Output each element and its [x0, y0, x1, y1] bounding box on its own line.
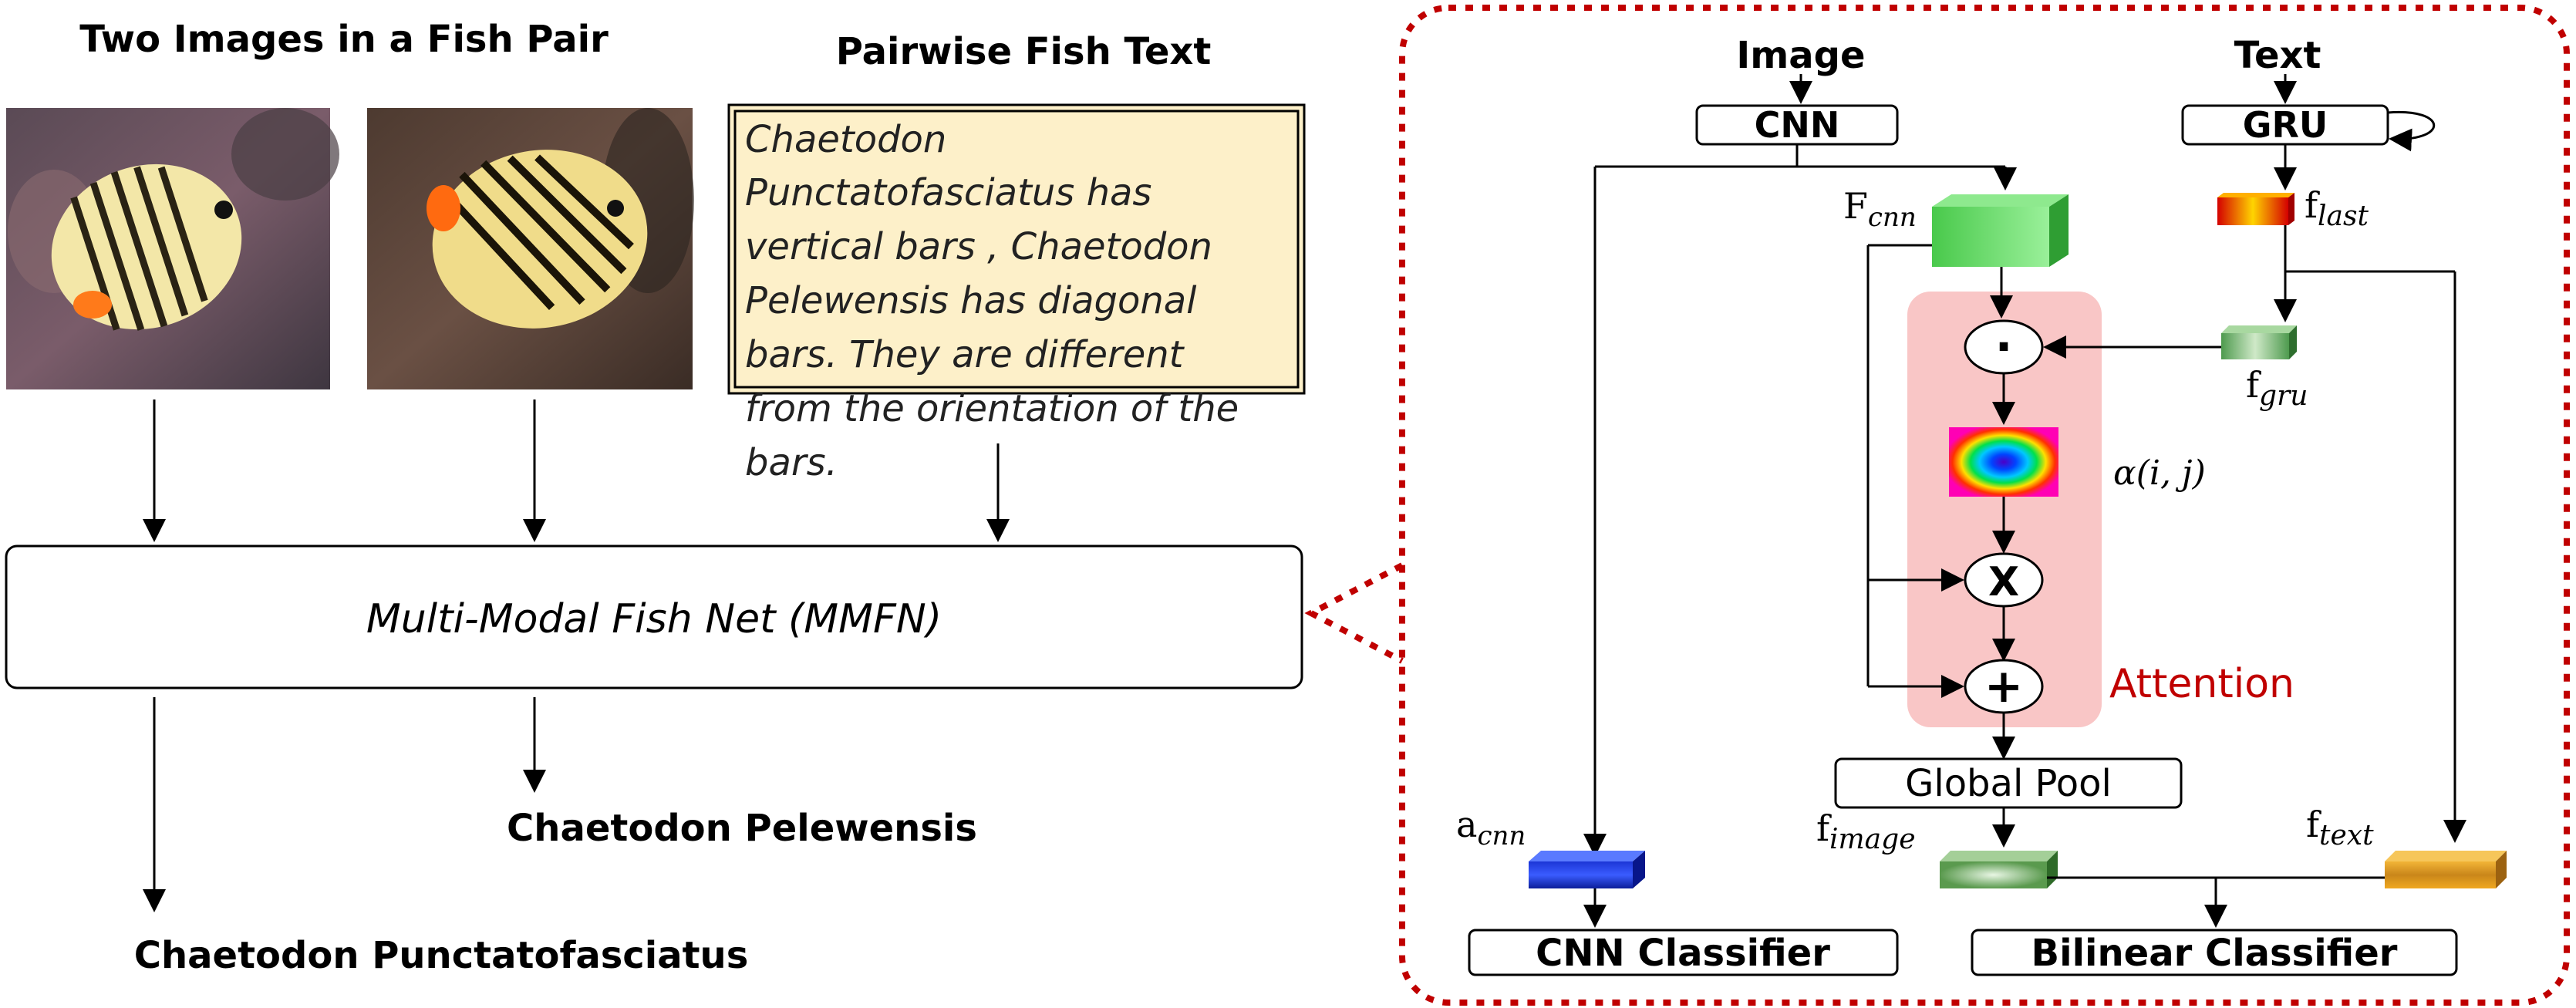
cnn-branch-lines [1583, 144, 2017, 857]
f-text-label: ftext [2306, 804, 2374, 851]
mmfn-label: Multi-Modal Fish Net (MMFN) [366, 596, 942, 642]
a-cnn-label: acnn [1456, 804, 1526, 851]
multiply-op-symbol: X [1988, 559, 2019, 605]
f-image-label: fimage [1816, 807, 1916, 855]
attention-flow-lines [1866, 244, 2221, 760]
f-cnn-feature-cube [1932, 194, 2069, 267]
alpha-label: α(i, j) [2113, 453, 2206, 493]
f-gru-label: fgru [2246, 364, 2308, 412]
bilinear-classifier-label: Bilinear Classifier [2031, 932, 2398, 975]
gru-branch-lines [2274, 144, 2466, 843]
attention-label: Attention [2109, 661, 2294, 707]
multiply-op [1964, 552, 2044, 608]
fish-text-line-4: Pelewensis has diagonal [745, 279, 1197, 322]
text-title: Pairwise Fish Text [836, 30, 1212, 73]
bilinear-classifier-box [1971, 929, 2458, 976]
add-op-symbol: + [1984, 659, 2023, 713]
svg-text:Chaetodon Punctatofascia: Chaetodon Punctatofasciatus has vertical… [745, 118, 1250, 484]
fish-text-line-7: bars. [745, 441, 838, 484]
output-label-pelewensis: Chaetodon Pelewensis [507, 807, 977, 850]
mmfn-box [5, 544, 1303, 689]
detail-top-arrows [1789, 74, 2297, 104]
detail-panel-border [1399, 5, 2570, 1006]
input-arrows [143, 399, 1010, 542]
cnn-classifier-box [1468, 929, 1899, 976]
global-pool-box [1834, 757, 2183, 809]
fish-text-line-3: vertical bars , Chaetodon [745, 225, 1212, 268]
f-last-feature-bar [2217, 193, 2294, 225]
dot-op-symbol: · [1995, 320, 2013, 374]
cnn-classifier-label: CNN Classifier [1536, 932, 1830, 975]
zoom-connector [1304, 562, 1404, 664]
gru-label: GRU [2243, 104, 2328, 146]
global-pool-label: Global Pool [1905, 762, 2112, 805]
f-last-label: flast [2305, 184, 2369, 232]
fish-text-box: Chaetodon Punctatofasciatus has vertical… [727, 103, 1306, 484]
fish-text-line-5: bars. They are different [745, 333, 1185, 376]
fish-text-line-6: from the orientation of the [745, 387, 1239, 430]
attention-map-image [1949, 427, 2058, 497]
classifier-lines [1583, 876, 2385, 928]
f-gru-feature-bar [2221, 325, 2297, 359]
add-op [1964, 659, 2044, 714]
fish-image-1 [6, 108, 339, 389]
text-input-label: Text [2234, 34, 2321, 77]
fish-text-line-1: Chaetodon [745, 118, 946, 161]
fish-text-line-2: Punctatofasciatus has [745, 171, 1151, 214]
output-arrows [143, 697, 546, 912]
a-cnn-feature-bar [1529, 851, 1645, 888]
image-input-label: Image [1736, 34, 1865, 77]
f-image-feature-bar [1940, 851, 2058, 888]
gru-loop-arrow [2387, 110, 2436, 152]
output-label-punctatofasciatus: Chaetodon Punctatofasciatus [134, 934, 749, 977]
dot-product-op [1964, 319, 2044, 375]
fish-image-2 [367, 108, 694, 389]
f-cnn-label: Fcnn [1843, 185, 1917, 233]
cnn-label: CNN [1755, 104, 1840, 146]
images-title: Two Images in a Fish Pair [79, 18, 609, 61]
f-text-feature-bar [2385, 851, 2507, 888]
